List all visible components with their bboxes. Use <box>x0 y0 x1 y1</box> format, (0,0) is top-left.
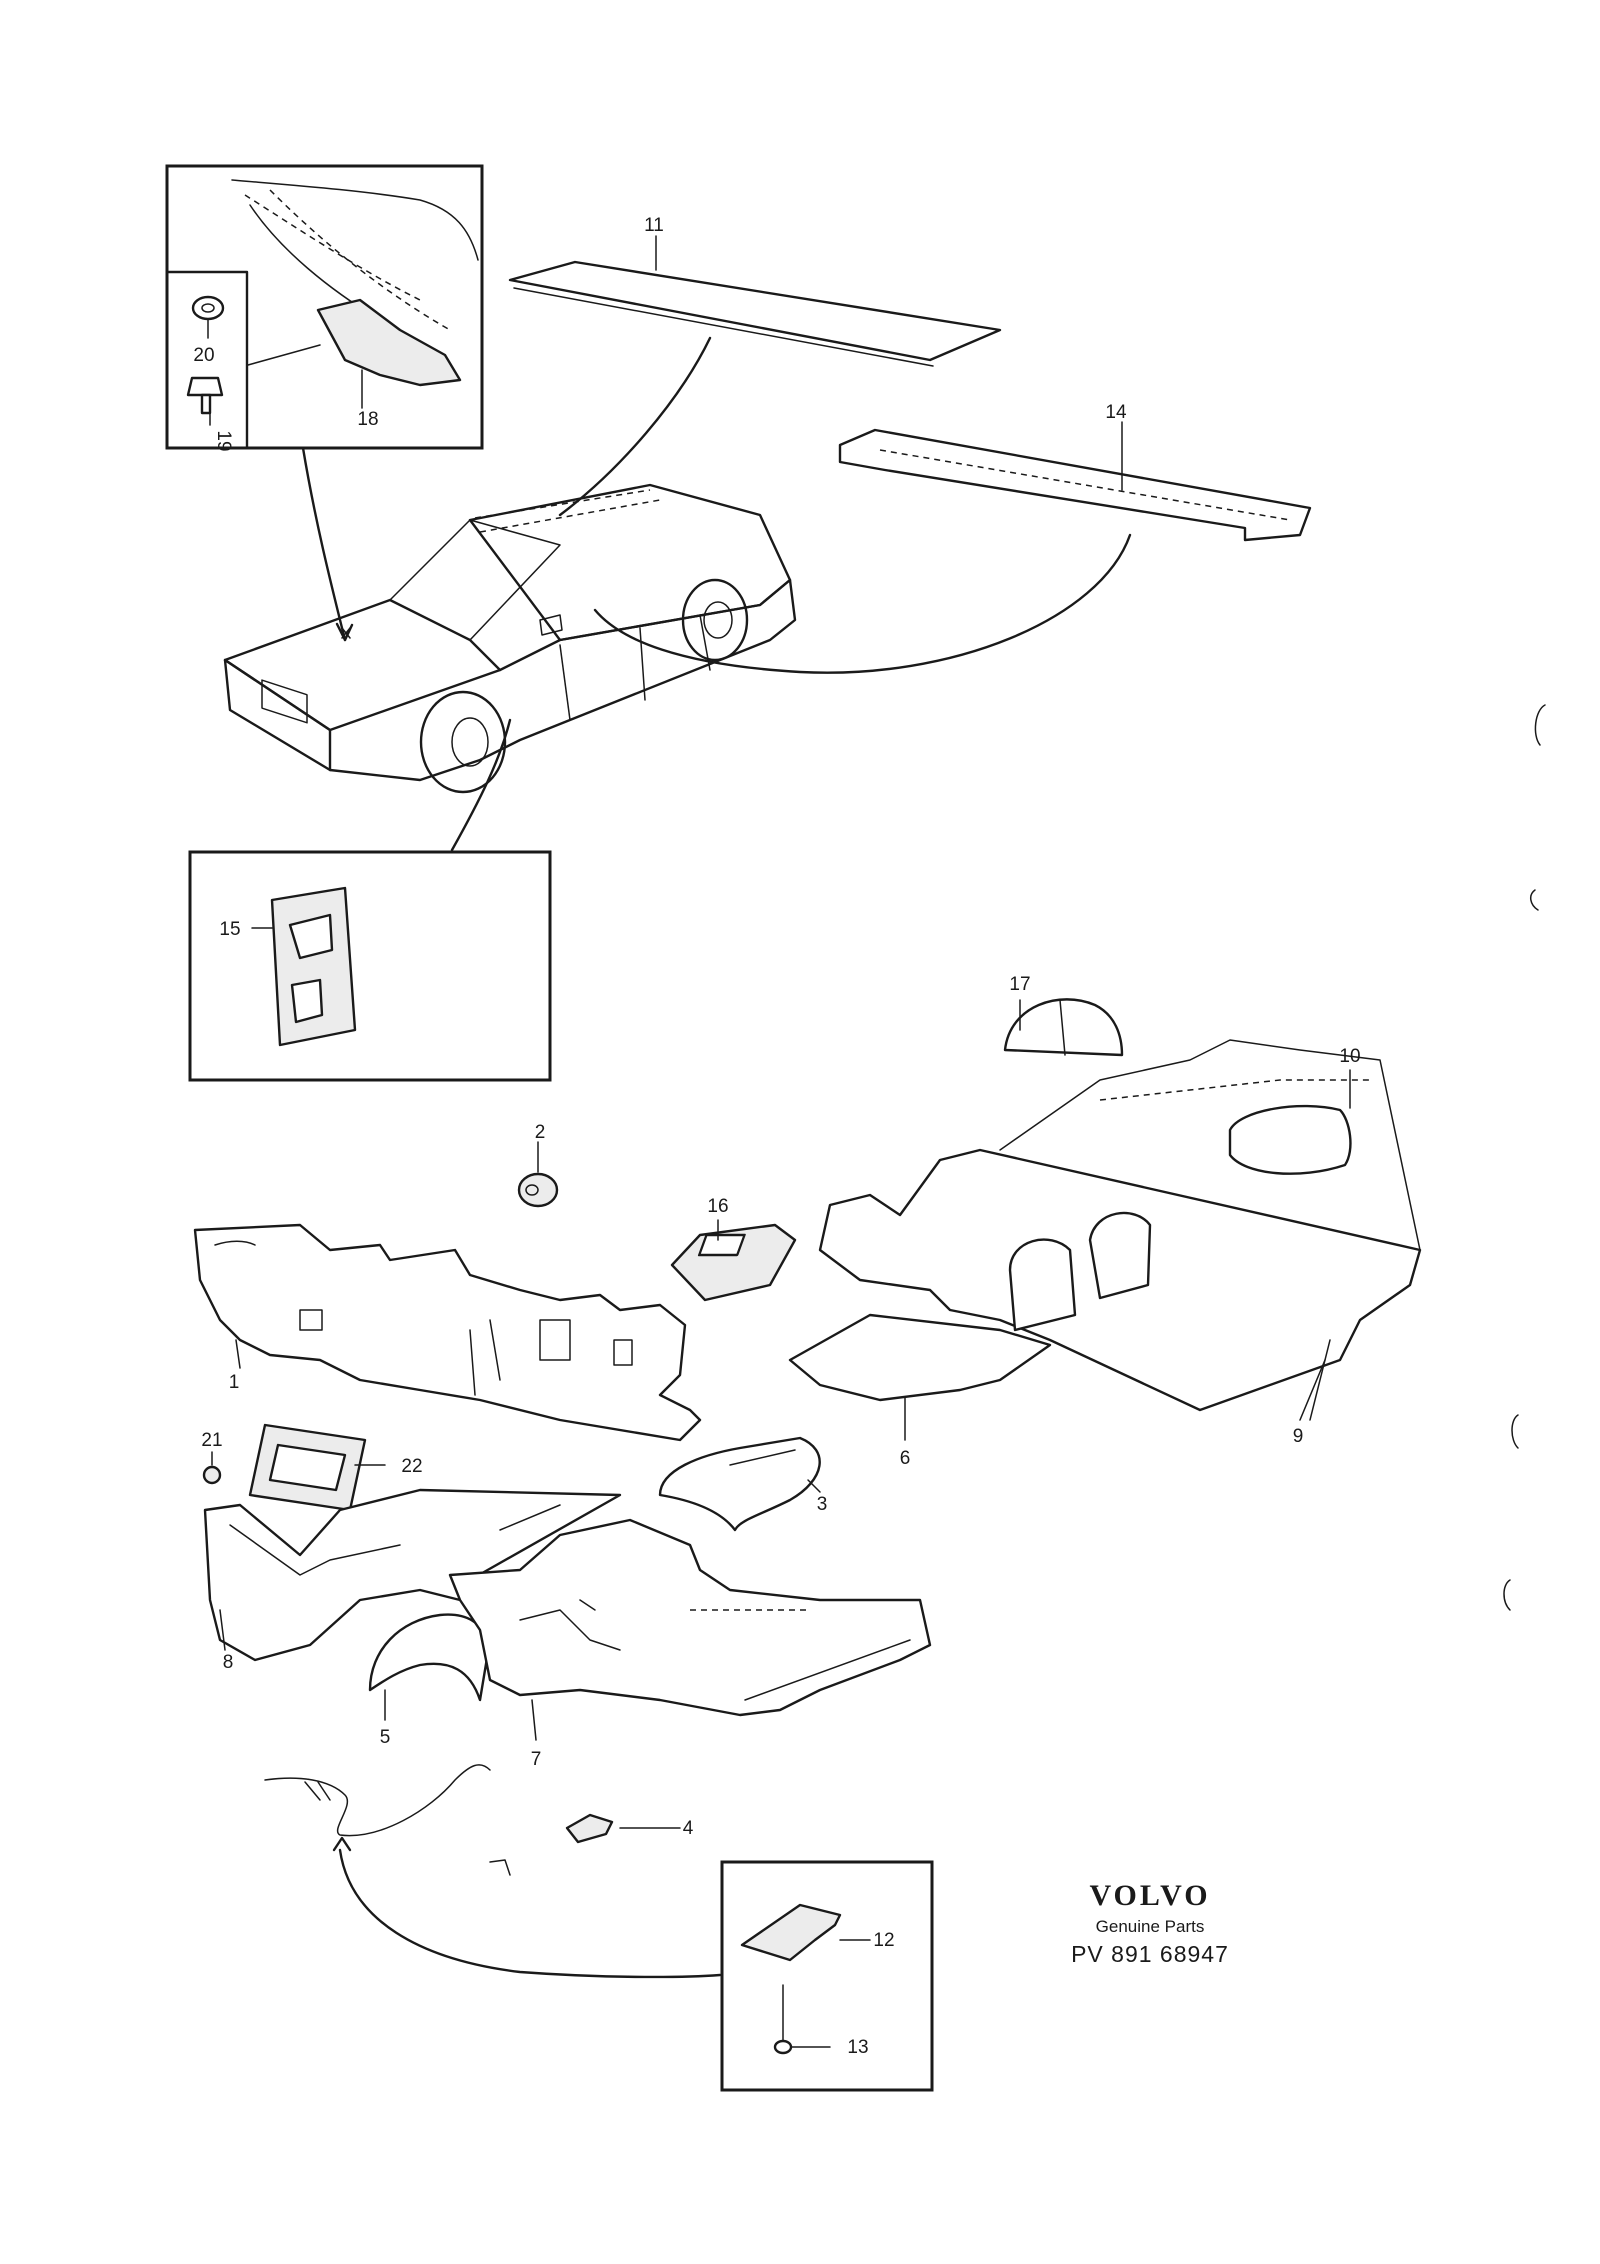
callout-11: 11 <box>644 215 664 236</box>
clip-20-icon <box>191 295 225 321</box>
callout-13: 13 <box>847 2037 868 2058</box>
callout-18: 18 <box>357 409 378 430</box>
grommet-21: 21 <box>201 1430 223 1485</box>
callout-19: 19 <box>213 430 234 451</box>
inset-fastener-detail: 12 13 <box>720 1860 934 2092</box>
hood-pad-18 <box>316 298 462 387</box>
pad-12-icon <box>740 1903 842 1962</box>
door-pad-15 <box>270 886 357 1047</box>
callout-22: 22 <box>401 1456 422 1477</box>
parcel-shelf-insulation-14: 14 <box>838 402 1312 542</box>
insulation-pad-10: 10 <box>1228 1046 1361 1175</box>
floor-detail-sketch: 4 <box>264 1764 694 1876</box>
callout-20: 20 <box>193 345 214 366</box>
console-part-16: 16 <box>670 1196 797 1302</box>
car-illustration <box>223 483 797 794</box>
callout-17: 17 <box>1009 974 1030 995</box>
callout-5: 5 <box>380 1727 391 1748</box>
callout-14: 14 <box>1105 402 1127 423</box>
wheelhouse-insulation-17: 17 <box>1003 974 1124 1057</box>
callout-15: 15 <box>219 919 240 940</box>
clip-4-icon <box>565 1813 614 1844</box>
bulkhead-insulation-1: 1 <box>193 1223 702 1442</box>
callout-2: 2 <box>535 1122 546 1143</box>
brand-block: VOLVO Genuine Parts PV 891 68947 <box>1071 1879 1229 1967</box>
front-floor-carpet-7: 7 <box>448 1518 932 1770</box>
grommet-22: 22 <box>248 1423 423 1512</box>
nut-13-icon <box>773 2039 793 2055</box>
callout-6: 6 <box>900 1448 911 1469</box>
brand-subtitle: Genuine Parts <box>1096 1917 1205 1936</box>
callout-21: 21 <box>201 1430 222 1451</box>
callout-9: 9 <box>1293 1426 1304 1447</box>
screw-19-icon <box>186 376 224 397</box>
tunnel-cover-3: 3 <box>658 1436 828 1532</box>
callout-3: 3 <box>817 1494 828 1515</box>
callout-8: 8 <box>223 1652 234 1673</box>
clip-2: 2 <box>517 1122 559 1208</box>
callout-7: 7 <box>531 1749 542 1770</box>
callout-4: 4 <box>683 1818 694 1839</box>
callout-1: 1 <box>229 1372 240 1393</box>
part-number: PV 891 68947 <box>1071 1941 1229 1967</box>
floor-mat-6: 6 <box>788 1313 1052 1469</box>
rear-floor-mat-9: 9 <box>818 1039 1422 1447</box>
callout-12: 12 <box>873 1930 894 1951</box>
inset-door-insulation: 15 <box>188 850 552 1082</box>
wheelhouse-carpet-5: 5 <box>368 1613 492 1748</box>
callout-16: 16 <box>707 1196 728 1217</box>
brand-logo: VOLVO <box>1089 1879 1210 1912</box>
inset-hood-insulation: 20 19 18 <box>165 164 484 452</box>
roof-insulation-11: 11 <box>508 215 1002 367</box>
